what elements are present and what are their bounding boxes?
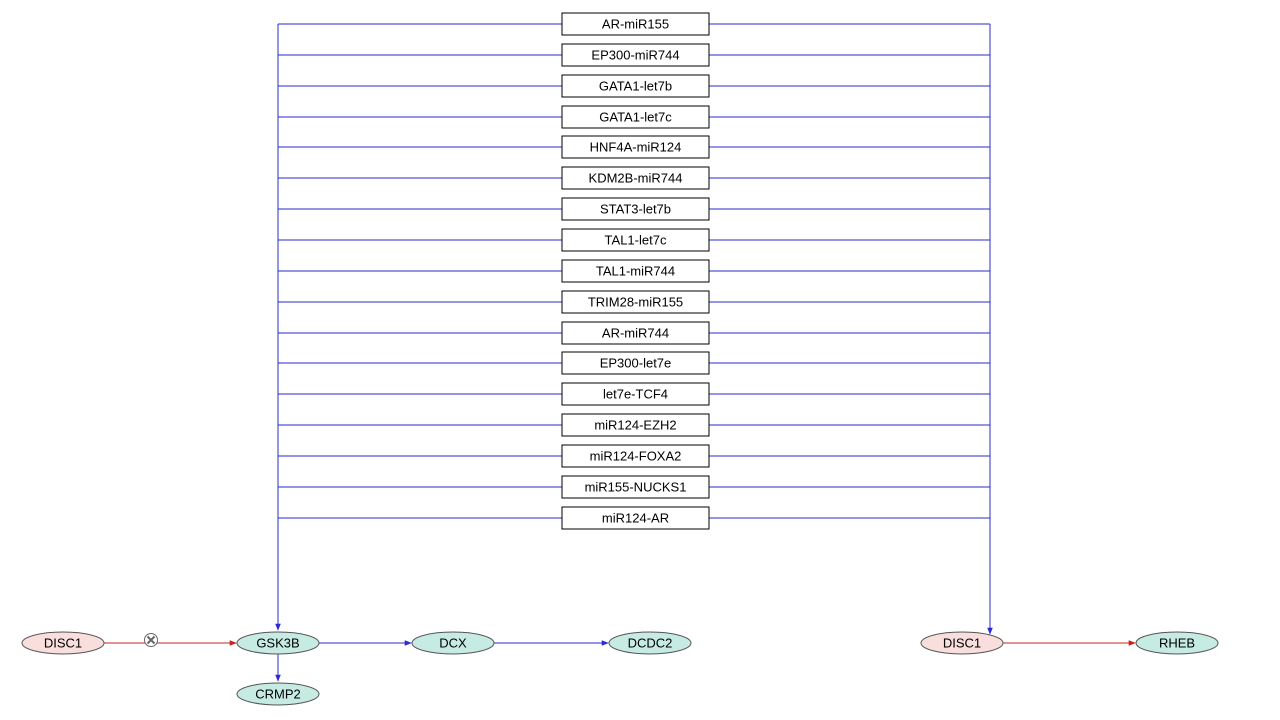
node-disc1-right: DISC1 [920, 631, 1004, 655]
regulator-box: miR124-EZH2 [561, 413, 710, 437]
regulator-box: EP300-miR744 [561, 43, 710, 67]
regulator-box: TRIM28-miR155 [561, 290, 710, 314]
regulator-label: GATA1-let7c [599, 110, 672, 125]
regulator-label: GATA1-let7b [599, 79, 672, 94]
regulator-box: KDM2B-miR744 [561, 166, 710, 190]
regulator-box: miR155-NUCKS1 [561, 475, 710, 499]
regulator-label: miR155-NUCKS1 [585, 480, 687, 495]
regulator-box: miR124-AR [561, 506, 710, 530]
regulator-box: HNF4A-miR124 [561, 135, 710, 159]
regulator-box-frame [561, 506, 710, 530]
regulator-label: TAL1-miR744 [596, 264, 675, 279]
regulator-label: AR-miR744 [602, 326, 669, 341]
regulator-box: AR-miR155 [561, 12, 710, 36]
regulator-box: TAL1-miR744 [561, 259, 710, 283]
regulator-box-frame [561, 166, 710, 190]
regulator-box-frame [561, 413, 710, 437]
regulator-label: EP300-let7e [600, 356, 672, 371]
regulator-box: STAT3-let7b [561, 197, 710, 221]
regulator-box-frame [561, 290, 710, 314]
regulator-label: let7e-TCF4 [603, 387, 668, 402]
regulator-box-frame [561, 382, 710, 406]
regulator-list: AR-miR155EP300-miR744GATA1-let7bGATA1-le… [561, 12, 710, 530]
node-dcx: DCX [411, 631, 495, 655]
regulator-label: miR124-AR [602, 511, 669, 526]
node-label: DISC1 [44, 636, 82, 651]
regulator-box: TAL1-let7c [561, 228, 710, 252]
regulator-label: KDM2B-miR744 [589, 171, 683, 186]
regulator-box-frame [561, 228, 710, 252]
regulator-box: miR124-FOXA2 [561, 444, 710, 468]
regulator-box: GATA1-let7b [561, 74, 710, 98]
regulator-box-frame [561, 444, 710, 468]
node-dcdc2: DCDC2 [608, 631, 692, 655]
regulator-box: AR-miR744 [561, 321, 710, 345]
regulator-label: TRIM28-miR155 [588, 295, 683, 310]
node-rheb: RHEB [1135, 631, 1219, 655]
node-label: DISC1 [943, 636, 981, 651]
regulator-box-frame [561, 197, 710, 221]
regulator-box-frame [561, 259, 710, 283]
regulator-label: STAT3-let7b [600, 202, 671, 217]
regulator-box-frame [561, 43, 710, 67]
regulator-box-frame [561, 321, 710, 345]
regulator-box-frame [561, 475, 710, 499]
regulator-box: let7e-TCF4 [561, 382, 710, 406]
regulator-box-frame [561, 351, 710, 375]
node-label: DCDC2 [628, 636, 673, 651]
node-label: RHEB [1159, 636, 1195, 651]
regulator-box-frame [561, 12, 710, 36]
node-label: CRMP2 [255, 687, 301, 702]
node-gsk3b: GSK3B [236, 631, 320, 655]
regulator-label: EP300-miR744 [591, 48, 679, 63]
regulator-label: miR124-FOXA2 [590, 449, 682, 464]
node-crmp2: CRMP2 [236, 682, 320, 706]
regulator-label: HNF4A-miR124 [590, 140, 682, 155]
inhibition-x-icon [144, 633, 158, 647]
regulator-label: AR-miR155 [602, 17, 669, 32]
regulator-box-frame [561, 105, 710, 129]
regulator-label: TAL1-let7c [605, 233, 667, 248]
regulator-label: miR124-EZH2 [594, 418, 676, 433]
node-label: GSK3B [256, 636, 299, 651]
regulator-box: EP300-let7e [561, 351, 710, 375]
regulator-box-frame [561, 74, 710, 98]
regulator-box: GATA1-let7c [561, 105, 710, 129]
node-label: DCX [439, 636, 467, 651]
node-disc1-left: DISC1 [21, 631, 105, 655]
regulator-box-frame [561, 135, 710, 159]
